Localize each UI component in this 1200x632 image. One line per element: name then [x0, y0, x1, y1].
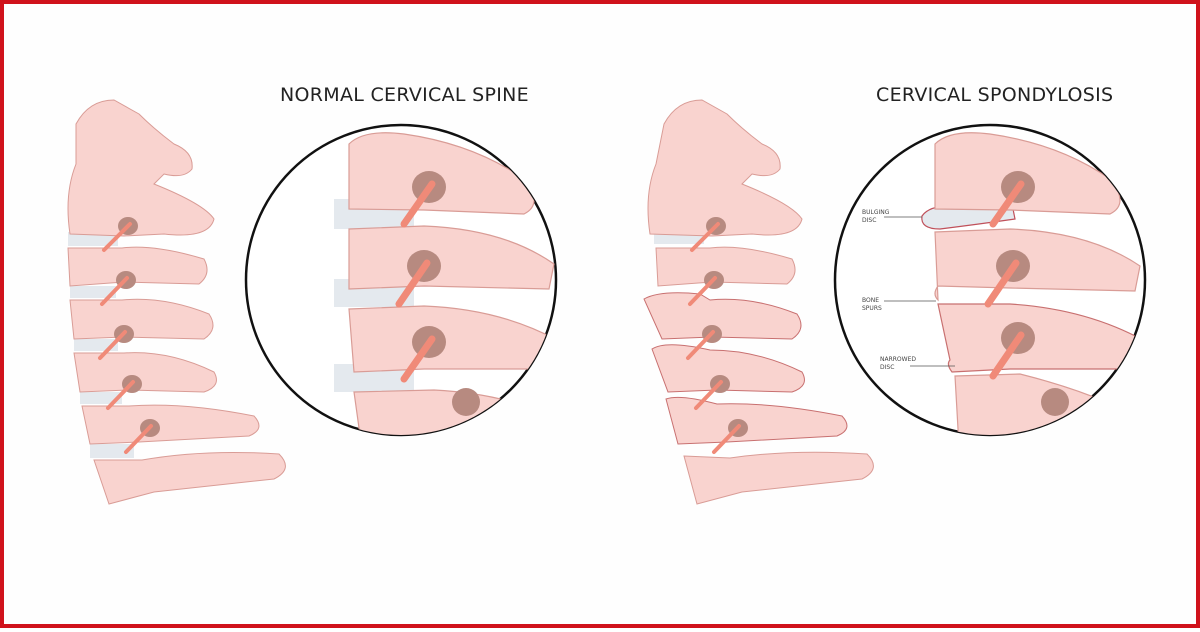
callout-label: SPURS [862, 305, 882, 312]
panel-cervical-spondylosis: CERVICAL SPONDYLOSIS [600, 4, 1200, 632]
cervical-spine-side-view [67, 99, 286, 505]
panel-normal-spine: NORMAL CERVICAL SPINE [4, 4, 604, 632]
normal-spine-illustration [67, 99, 558, 505]
panel-title-spondylosis: CERVICAL SPONDYLOSIS [876, 84, 1114, 106]
callout-bone-spurs: BONE SPURS [862, 297, 882, 313]
callout-label: NARROWED [880, 356, 916, 363]
callout-bulging-disc: BULGING DISC [862, 209, 889, 225]
spondylosis-spine-illustration [643, 99, 1147, 505]
callout-label: DISC [862, 217, 877, 224]
callout-label: BONE [862, 297, 880, 304]
callout-narrowed-disc: NARROWED DISC [880, 356, 916, 372]
callout-label: BULGING [862, 209, 890, 216]
panel-title-normal: NORMAL CERVICAL SPINE [280, 84, 529, 106]
callout-label: DISC [880, 364, 895, 371]
